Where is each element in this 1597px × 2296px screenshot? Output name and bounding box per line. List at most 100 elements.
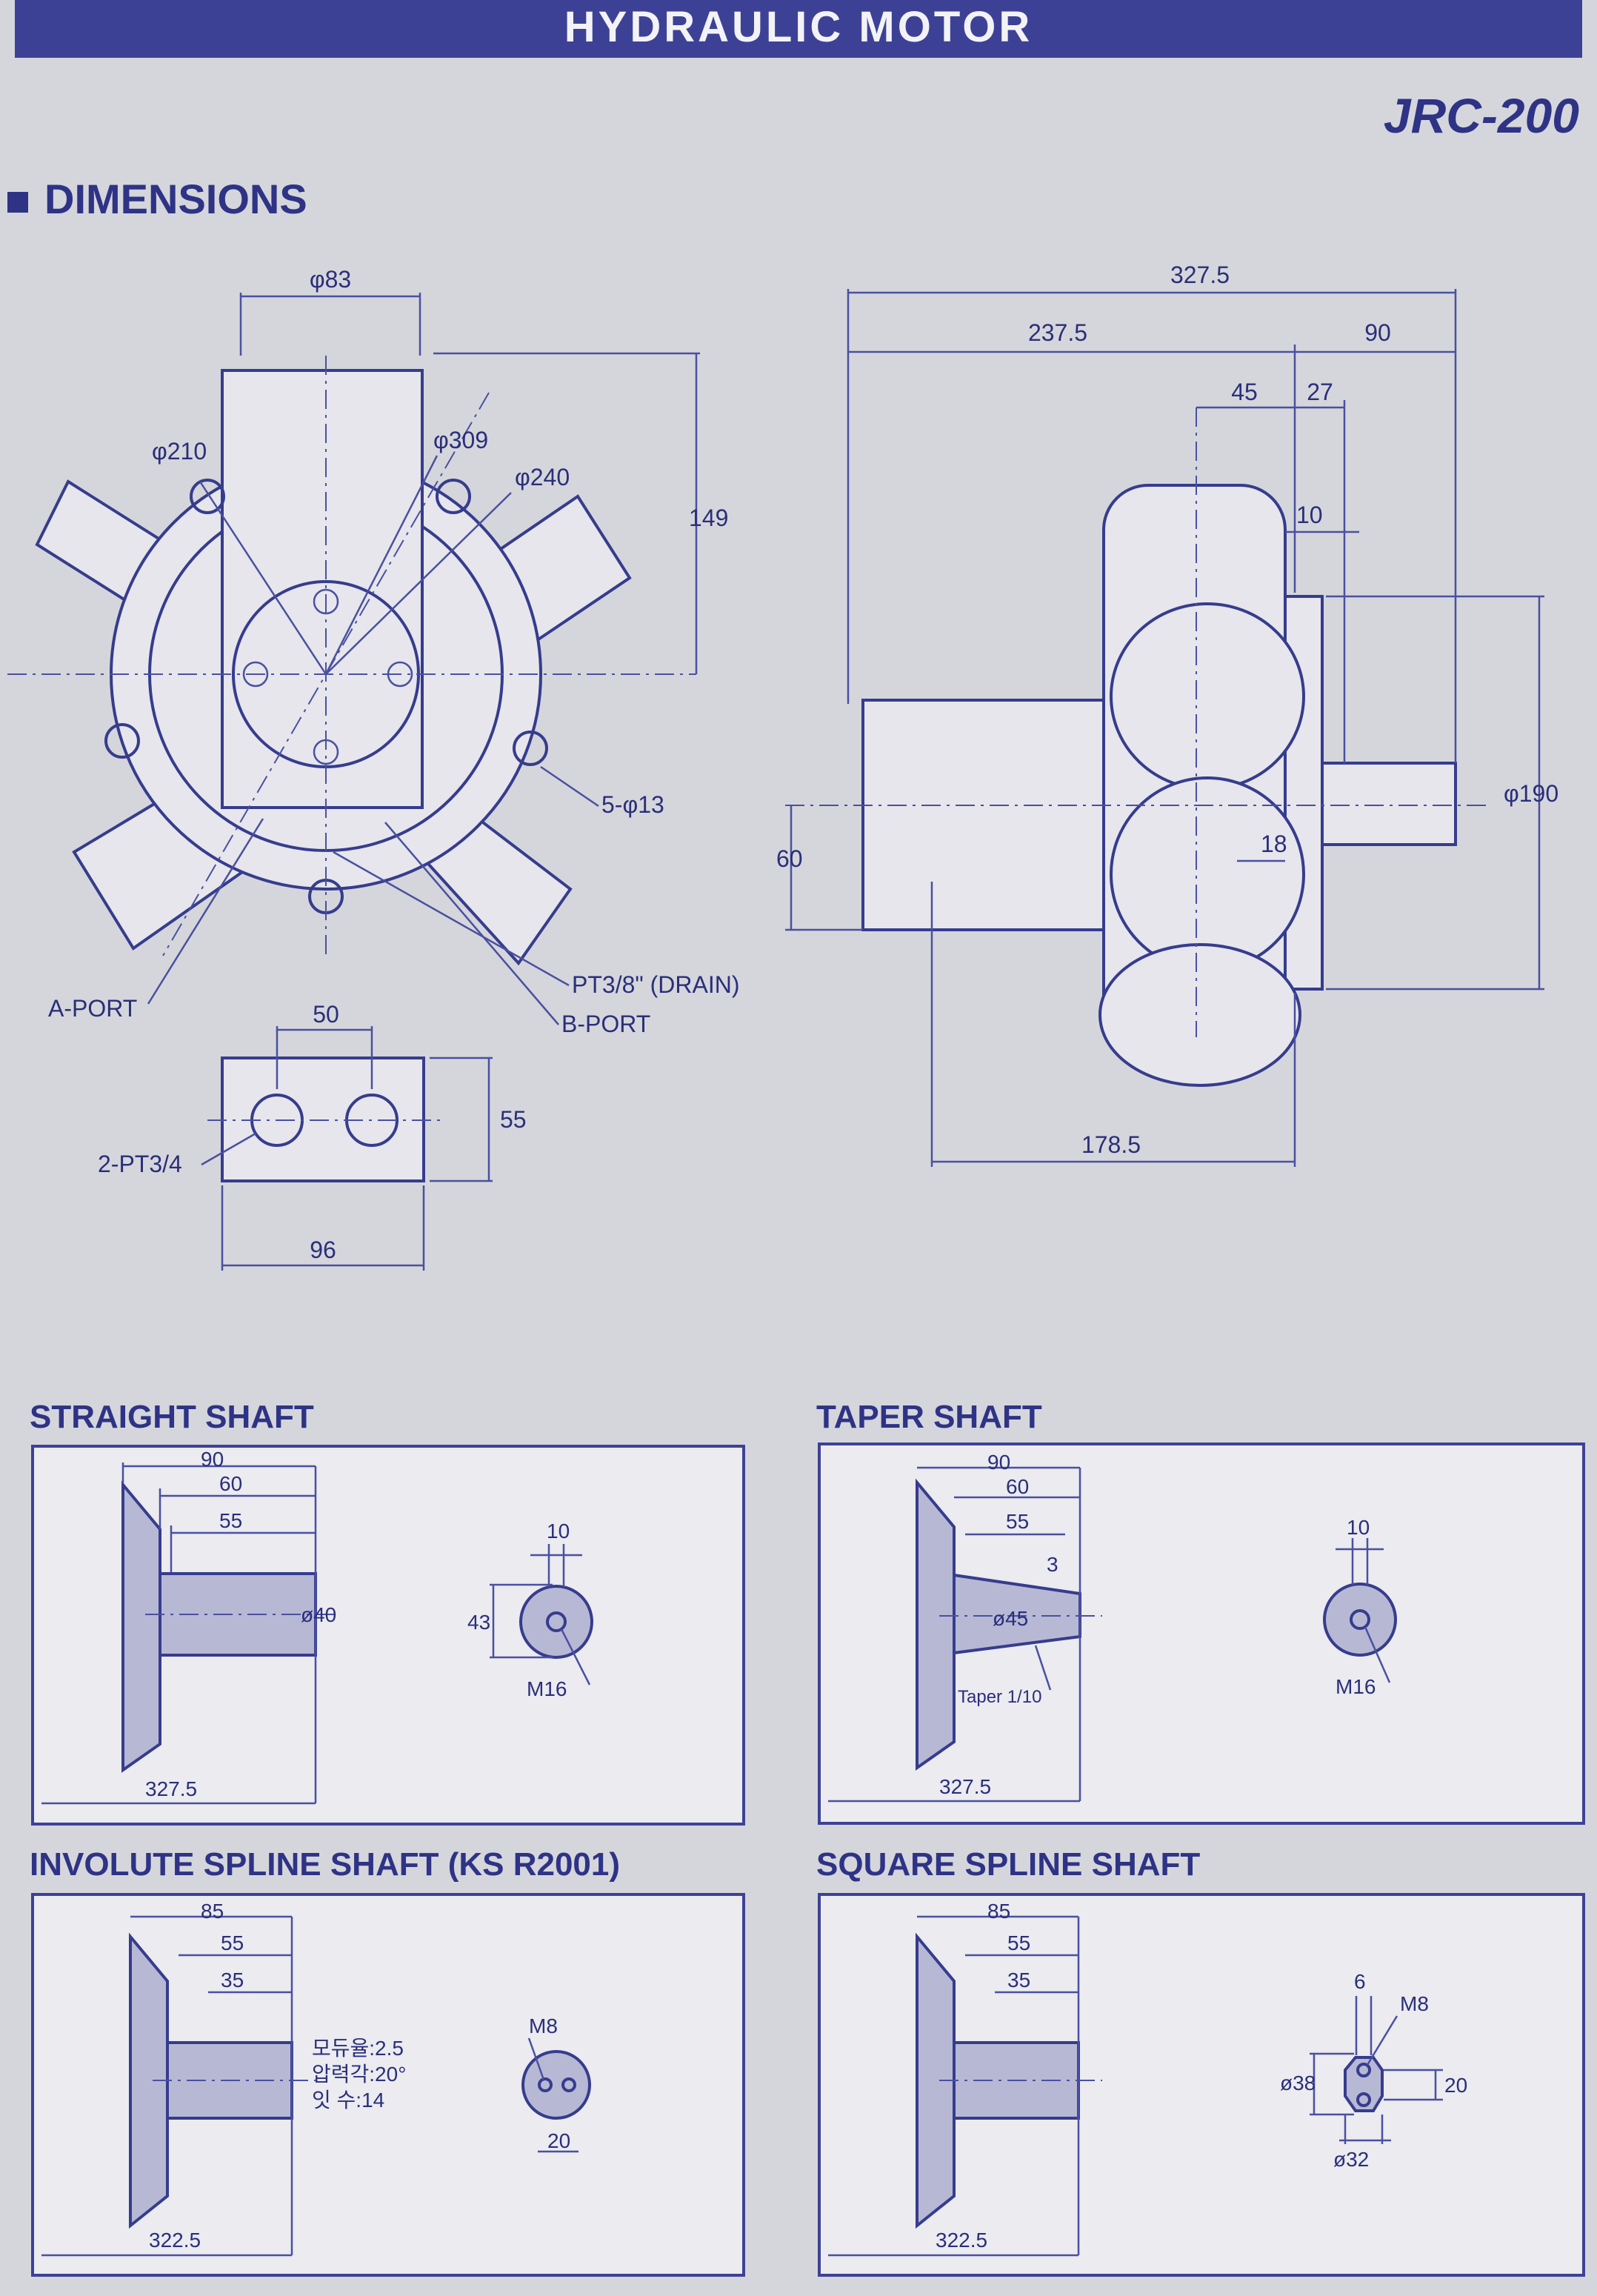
dim-85: 85	[987, 1900, 1010, 1923]
flange	[121, 1480, 161, 1773]
dim-35: 35	[1007, 1969, 1030, 1991]
thread-m8: M8	[529, 2014, 558, 2037]
shaft-end-circle	[1323, 1583, 1397, 1657]
spec-pressure-angle: 압력각:20°	[312, 2063, 406, 2086]
dim-18: 18	[1261, 831, 1287, 857]
dim-5-phi13: 5-φ13	[601, 791, 664, 818]
straight-shaft-drawing: 90 60 55 ø40 327.5 10 43 M16	[41, 1448, 593, 1805]
thread-m16: M16	[1336, 1675, 1376, 1698]
dim-322-5: 322.5	[936, 2229, 987, 2252]
page-header: HYDRAULIC MOTOR	[15, 0, 1582, 58]
tap-hole-1	[538, 2077, 553, 2092]
square-spline-end	[1344, 2056, 1384, 2112]
flange	[129, 1932, 169, 2229]
dim-35: 35	[221, 1969, 244, 1991]
dim-o45: ø45	[993, 1607, 1028, 1630]
dim-60: 60	[1006, 1475, 1029, 1498]
thread-m8: M8	[1400, 1992, 1429, 2015]
dim-85: 85	[201, 1900, 224, 1923]
mount-hole-2	[436, 479, 471, 514]
involute-shaft-panel: 85 55 35 모듀율:2.5 압력각:20° 잇 수:14 322.5 M8…	[31, 1893, 745, 2277]
dim-237-5: 237.5	[1028, 319, 1087, 346]
dim-phi240: φ240	[515, 464, 570, 490]
dim-55: 55	[1006, 1510, 1029, 1533]
dim-55: 55	[219, 1509, 242, 1532]
thread-hole	[546, 1611, 567, 1632]
mount-hole-1	[190, 479, 225, 514]
dim-50: 50	[313, 1001, 339, 1028]
dim-96: 96	[310, 1237, 336, 1263]
dim-178-5: 178.5	[1081, 1131, 1141, 1158]
port-detail: 50 55 96 2-PT3/4	[98, 1001, 527, 1271]
square-bullet-icon	[7, 192, 28, 213]
taper-label: Taper 1/10	[958, 1687, 1041, 1707]
model-number: JRC-200	[1383, 88, 1579, 143]
side-view: 327.5 237.5 90 45 27 10 φ190 60 18 178.5	[776, 262, 1558, 1167]
tap-hole-2	[561, 2077, 576, 2092]
label-b-port: B-PORT	[561, 1011, 650, 1037]
bolt-hole-left	[242, 661, 269, 688]
taper-shaft-panel: 90 60 55 3 ø45 Taper 1/10 327.5 10 M16	[818, 1443, 1585, 1825]
shaft-end-circle	[519, 1585, 593, 1659]
dim-90: 90	[201, 1448, 224, 1471]
involute-shaft-title: INVOLUTE SPLINE SHAFT (KS R2001)	[30, 1846, 621, 1883]
dim-6: 6	[1354, 1970, 1366, 1993]
spec-teeth: 잇 수:14	[312, 2089, 384, 2112]
front-view: φ83 149 φ210 φ309 φ240 5-φ13 A-PORT PT3/…	[7, 266, 740, 1037]
dim-55: 55	[500, 1106, 527, 1133]
section-title-text: DIMENSIONS	[44, 176, 307, 222]
dim-327-5: 327.5	[145, 1777, 197, 1800]
dim-10: 10	[1296, 502, 1323, 528]
dim-27: 27	[1307, 379, 1333, 405]
dim-55: 55	[1007, 1931, 1030, 1954]
label-a-port: A-PORT	[48, 995, 137, 1022]
side-cylinder-2	[1110, 776, 1305, 972]
involute-shaft-drawing: 85 55 35 모듀율:2.5 압력각:20° 잇 수:14 322.5 M8…	[41, 1900, 591, 2257]
square-shaft-drawing: 85 55 35 322.5 6 M8 ø38 20 ø32	[828, 1900, 1467, 2257]
header-title: HYDRAULIC MOTOR	[564, 3, 1033, 51]
thread-m16: M16	[527, 1677, 567, 1700]
dim-43: 43	[467, 1611, 490, 1634]
dim-20: 20	[1444, 2074, 1467, 2097]
dim-55: 55	[221, 1931, 244, 1954]
dimension-drawing: φ83 149 φ210 φ309 φ240 5-φ13 A-PORT PT3/…	[7, 262, 1558, 1271]
tap-hole-2	[1356, 2092, 1371, 2107]
dim-60: 60	[219, 1472, 242, 1495]
taper-shaft-title: TAPER SHAFT	[816, 1399, 1042, 1435]
dim-60: 60	[776, 845, 803, 872]
dim-10: 10	[1347, 1516, 1370, 1539]
flange	[916, 1932, 956, 2229]
dim-phi190: φ190	[1504, 780, 1558, 807]
mount-hole-3	[104, 723, 140, 759]
square-shaft-panel: 85 55 35 322.5 6 M8 ø38 20 ø32	[818, 1893, 1585, 2277]
dim-10: 10	[547, 1520, 570, 1543]
dim-90: 90	[987, 1451, 1010, 1474]
straight-shaft-title: STRAIGHT SHAFT	[30, 1399, 314, 1435]
section-title: DIMENSIONS	[7, 175, 307, 223]
side-rear-housing	[861, 699, 1109, 931]
dim-phi83: φ83	[310, 266, 351, 293]
dim-phi210: φ210	[152, 438, 207, 465]
dim-327-5: 327.5	[1170, 262, 1230, 288]
dim-45: 45	[1231, 379, 1258, 405]
taper-shaft-drawing: 90 60 55 3 ø45 Taper 1/10 327.5 10 M16	[828, 1451, 1397, 1803]
side-cylinder-1	[1110, 602, 1305, 791]
tap-hole-1	[1356, 2063, 1371, 2077]
dim-3: 3	[1047, 1553, 1058, 1576]
dim-o32: ø32	[1333, 2148, 1369, 2171]
mount-hole-4	[513, 731, 548, 766]
dim-327-5: 327.5	[939, 1775, 991, 1798]
flange	[916, 1478, 956, 1771]
dim-322-5: 322.5	[149, 2229, 201, 2252]
side-output-shaft	[1321, 762, 1457, 846]
spec-module: 모듀율:2.5	[312, 2037, 404, 2060]
straight-shaft-panel: 90 60 55 ø40 327.5 10 43 M16	[31, 1445, 745, 1826]
label-2-pt3-4: 2-PT3/4	[98, 1151, 182, 1177]
dim-20: 20	[547, 2129, 570, 2152]
dim-o38: ø38	[1280, 2072, 1316, 2094]
square-shaft-title: SQUARE SPLINE SHAFT	[816, 1846, 1201, 1883]
dim-o40: ø40	[301, 1603, 336, 1626]
side-cylinder-3	[1098, 943, 1301, 1087]
dim-phi309: φ309	[433, 427, 488, 453]
spline-end-circle	[521, 2050, 591, 2120]
